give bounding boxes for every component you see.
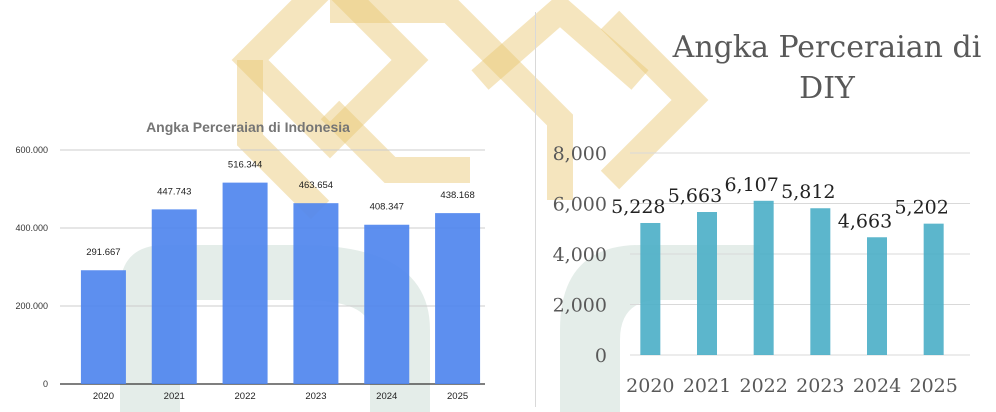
x-tick-label: 2021 [164,391,185,402]
bar [753,200,774,355]
x-tick-label: 2020 [626,375,674,397]
data-label: 5,202 [894,197,948,219]
y-tick-label: 6,000 [553,194,607,216]
bar [867,237,887,355]
bar [364,224,410,384]
bar [222,182,268,384]
data-label: 408.347 [370,202,404,213]
chart-diy: Angka Perceraian di DIY 0 2,000 4,000 6,000 8,… [553,30,982,397]
watermark-logo [231,0,709,220]
chart-title: Angka Perceraian di Indonesia [146,119,350,135]
x-tick-label: 2025 [909,375,957,397]
y-tick-label: 600.000 [15,145,48,155]
data-label: 516.344 [228,160,262,171]
bar [151,209,197,384]
chart-title-line-1: Angka Perceraian di [672,30,982,65]
data-label: 291.667 [86,247,120,258]
x-tick-label: 2024 [853,375,901,397]
bar [640,222,661,355]
y-tick-label: 200.000 [15,301,48,311]
x-tick-label: 2023 [305,391,326,402]
data-label: 4,663 [838,210,892,232]
data-label: 438.168 [440,190,474,201]
x-tick-label: 2020 [93,391,114,402]
x-tick-label: 2023 [796,375,844,397]
y-tick-label: 8,000 [553,143,607,165]
data-label: 5,663 [668,185,722,207]
bar [80,270,126,384]
x-tick-label: 2025 [447,391,468,402]
y-tick-label: 0 [43,379,48,389]
bar [923,223,944,355]
chart-indonesia: Angka Perceraian di Indonesia 0 200.000 400… [15,119,485,402]
x-tick-label: 2022 [235,391,256,402]
x-tick-label: 2021 [683,375,731,397]
y-tick-label: 0 [595,345,607,367]
data-label: 447.743 [157,186,191,197]
data-label: 6,107 [724,174,778,196]
y-tick-label: 400.000 [15,223,48,233]
y-tick-label: 4,000 [553,244,607,266]
bar [293,203,339,384]
bar [810,208,831,355]
bar [697,212,717,355]
data-label: 5,812 [781,181,835,203]
x-tick-label: 2022 [739,375,787,397]
x-tick-label: 2024 [376,391,397,402]
y-tick-label: 2,000 [553,295,607,317]
panel-divider [535,12,536,407]
chart-title-line-2: DIY [799,71,856,106]
data-label: 463.654 [299,180,333,191]
bar [435,213,481,384]
data-label: 5,228 [611,196,665,218]
